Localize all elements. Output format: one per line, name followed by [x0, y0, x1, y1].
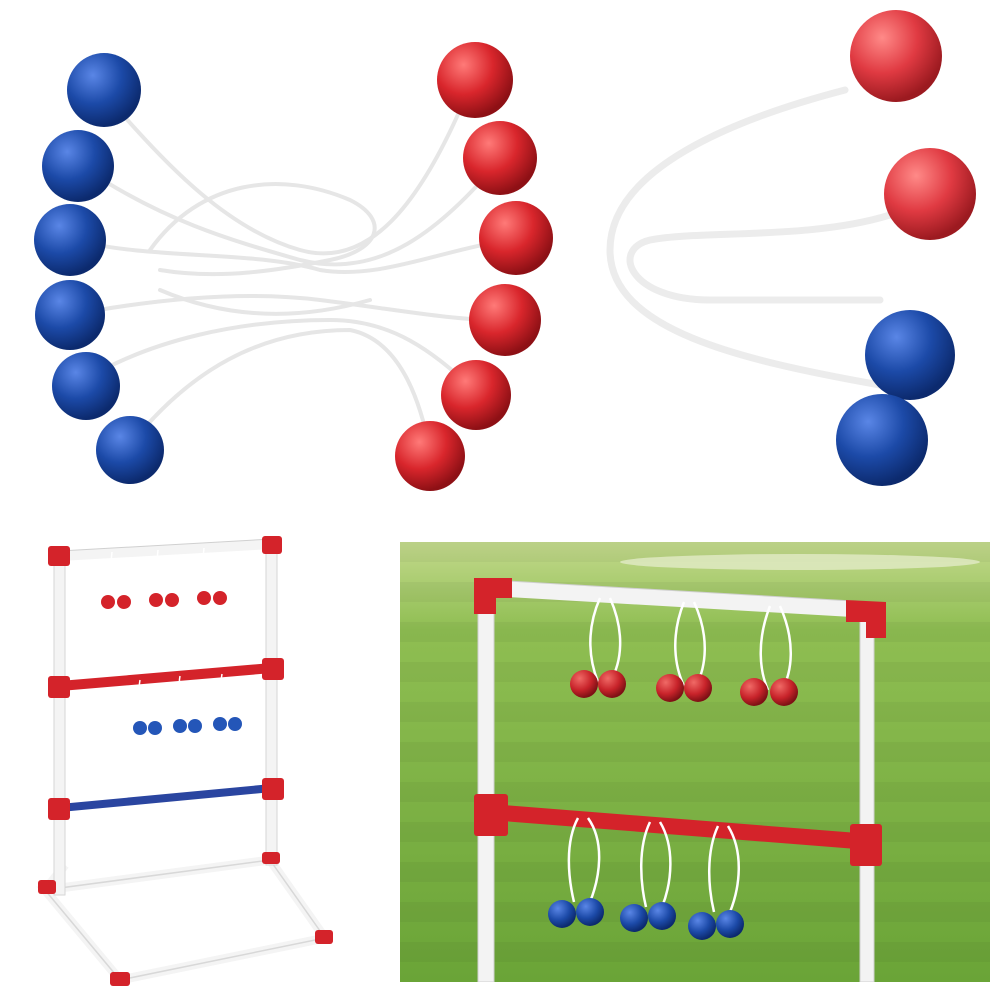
- red-bolas-on-top-rung: [101, 591, 227, 609]
- ladder-red-rung: [59, 663, 273, 691]
- ladder-game-illustration: [36, 536, 333, 986]
- ladder-blue-rung: [59, 784, 273, 812]
- red-ball: [395, 421, 465, 491]
- blue-bolas-hanging: [548, 898, 744, 940]
- ladder-left-pole: [477, 591, 495, 982]
- red-ball: [884, 148, 976, 240]
- ladder-left-pole: [53, 549, 66, 896]
- blue-ball: [836, 394, 928, 486]
- ladder-top-rung: [59, 539, 273, 561]
- red-ball: [479, 201, 553, 275]
- red-bolas-hanging: [570, 670, 798, 706]
- rope: [606, 86, 894, 389]
- sand-trap: [620, 554, 980, 570]
- ladder-right-pole: [859, 611, 875, 982]
- red-ball: [437, 42, 513, 118]
- ladder-top-rung: [489, 580, 871, 618]
- ladder-game-lawn-photo: [400, 542, 990, 982]
- ladder-base: [36, 851, 333, 985]
- red-ball: [469, 284, 541, 356]
- blue-ball: [67, 53, 141, 127]
- ladder-connectors: [474, 578, 886, 866]
- blue-ball: [35, 280, 105, 350]
- red-bolas: [395, 42, 553, 491]
- ladder-game-product-photo: [0, 520, 400, 1001]
- red-ball: [463, 121, 537, 195]
- blue-ball: [52, 352, 120, 420]
- blue-ball: [34, 204, 106, 276]
- lawn-scene-illustration: [400, 542, 990, 982]
- red-ball: [441, 360, 511, 430]
- ladder-connectors: [38, 536, 333, 986]
- bolas-bundle-photo: [0, 0, 600, 510]
- blue-bolas-on-red-rung: [133, 717, 242, 735]
- bolas-bundle-illustration: [34, 42, 553, 491]
- blue-ball: [865, 310, 955, 400]
- bola-pair-photo: [590, 0, 1001, 510]
- red-ball: [850, 10, 942, 102]
- blue-ball: [96, 416, 164, 484]
- blue-ball: [42, 130, 114, 202]
- ladder-red-rung: [489, 804, 871, 850]
- blue-bolas: [34, 53, 164, 484]
- rope-tangle: [68, 98, 512, 452]
- ladder-right-pole: [265, 539, 278, 866]
- bola-pair-illustration: [606, 10, 976, 486]
